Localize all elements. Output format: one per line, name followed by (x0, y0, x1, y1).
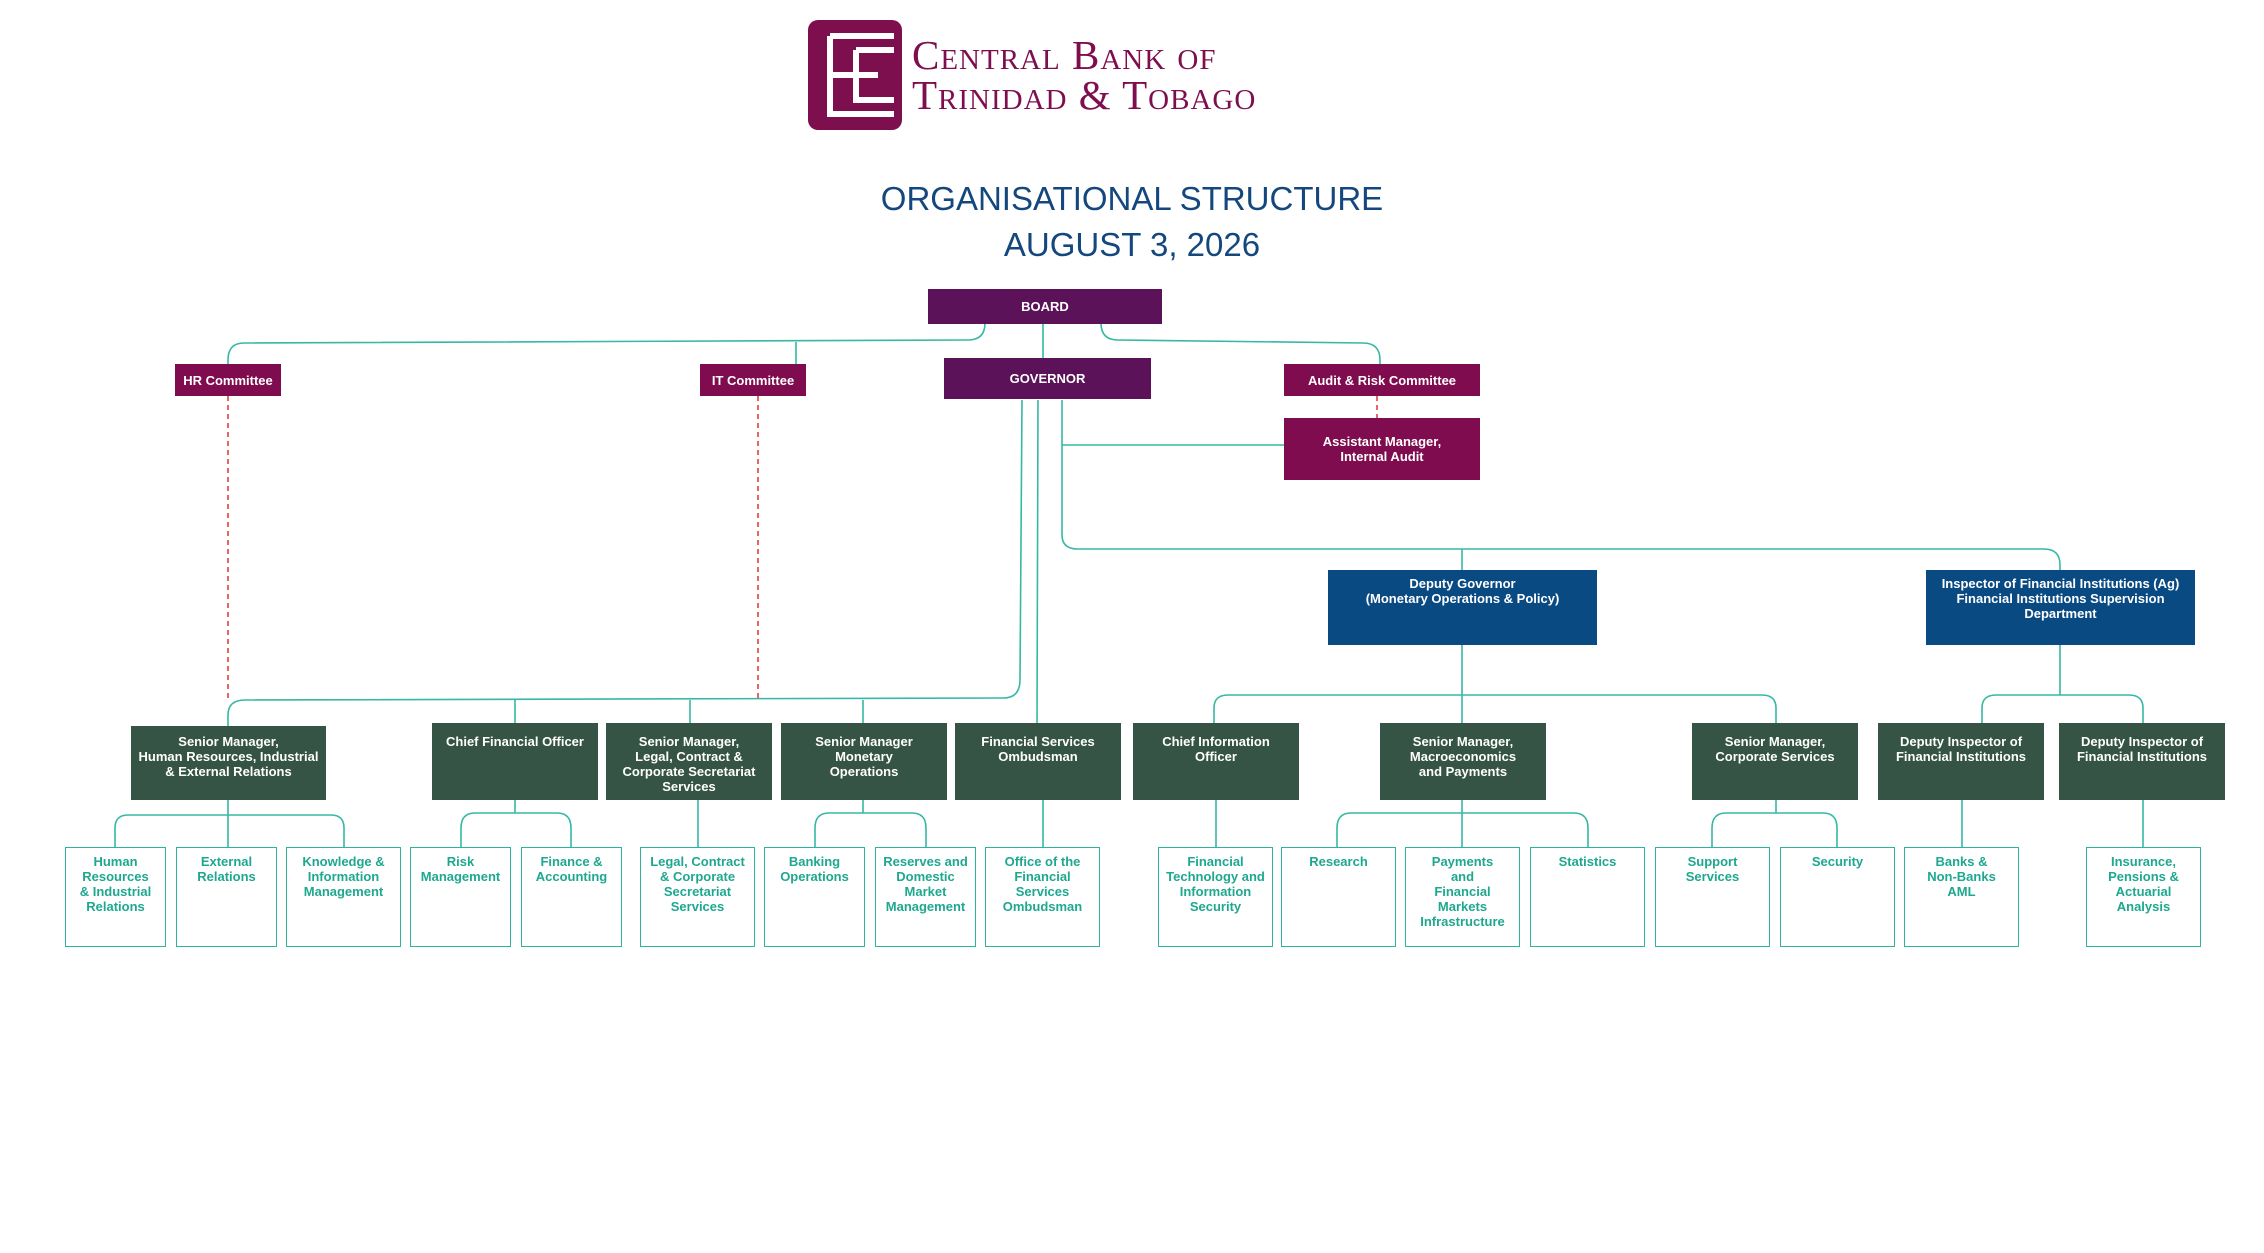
connector-board-hr (227, 322, 986, 366)
internal-audit-box: Assistant Manager, Internal Audit (1284, 418, 1480, 480)
unit-finance-accounting: Finance & Accounting (521, 847, 622, 947)
unit-legal-secretariat: Legal, Contract & Corporate Secretariat … (640, 847, 755, 947)
unit-knowledge-info: Knowledge & Information Management (286, 847, 401, 947)
hr-committee-box: HR Committee (175, 364, 281, 396)
connector-hr-units (114, 800, 345, 848)
unit-payments-infrastructure: Payments and Financial Markets Infrastru… (1405, 847, 1520, 947)
dept-legal-box: Senior Manager, Legal, Contract & Corpor… (606, 723, 772, 800)
connector-cfo-units (460, 800, 572, 848)
unit-fintech-security: Financial Technology and Information Sec… (1158, 847, 1273, 947)
connector-corp-units (1711, 800, 1838, 848)
unit-statistics: Statistics (1530, 847, 1645, 947)
unit-external-relations: External Relations (176, 847, 277, 947)
connector-gov-left (227, 399, 1023, 728)
connector-inspector (1981, 645, 2144, 723)
unit-risk-management: Risk Management (410, 847, 511, 947)
dept-macro-box: Senior Manager, Macroeconomics and Payme… (1380, 723, 1546, 800)
dept-deputy-inspector-1-box: Deputy Inspector of Financial Institutio… (1878, 723, 2044, 800)
unit-reserves-market: Reserves and Domestic Market Management (875, 847, 976, 947)
dept-hr-box: Senior Manager, Human Resources, Industr… (131, 726, 326, 800)
connector-dg-depts (1213, 645, 1777, 723)
logo-text-line2: Trinidad & Tobago (912, 72, 1257, 118)
page-title: ORGANISATIONAL STRUCTURE (880, 180, 1384, 217)
connector-gov-right (1061, 400, 2061, 573)
dept-corporate-box: Senior Manager, Corporate Services (1692, 723, 1858, 800)
dept-cio-box: Chief Information Officer (1133, 723, 1299, 800)
page-date: AUGUST 3, 2026 (1003, 226, 1261, 263)
connector-ombudsman (1036, 399, 1039, 724)
dept-deputy-inspector-2-box: Deputy Inspector of Financial Institutio… (2059, 723, 2225, 800)
inspector-box: Inspector of Financial Institutions (Ag)… (1926, 570, 2195, 645)
it-committee-box: IT Committee (700, 364, 806, 396)
governor-box: GOVERNOR (944, 358, 1151, 399)
connector-board-audit (1100, 322, 1381, 366)
unit-support-services: Support Services (1655, 847, 1770, 947)
unit-banks-nonbanks-aml: Banks & Non-Banks AML (1904, 847, 2019, 947)
cbtt-logo-mark-icon (808, 20, 902, 130)
audit-risk-committee-box: Audit & Risk Committee (1284, 364, 1480, 396)
unit-hr-ir: Human Resources & Industrial Relations (65, 847, 166, 947)
unit-research: Research (1281, 847, 1396, 947)
connector-macro-units (1336, 800, 1589, 848)
unit-banking-operations: Banking Operations (764, 847, 865, 947)
connector-monetary-units (814, 800, 927, 848)
logo-text-line1: Central Bank of (912, 32, 1217, 78)
board-box: BOARD (928, 289, 1162, 324)
dept-ombudsman-box: Financial Services Ombudsman (955, 723, 1121, 800)
unit-ombudsman-office: Office of the Financial Services Ombudsm… (985, 847, 1100, 947)
deputy-governor-box: Deputy Governor (Monetary Operations & P… (1328, 570, 1597, 645)
unit-security: Security (1780, 847, 1895, 947)
dept-cfo-box: Chief Financial Officer (432, 723, 598, 800)
unit-insurance-pensions: Insurance, Pensions & Actuarial Analysis (2086, 847, 2201, 947)
dept-monetary-box: Senior Manager Monetary Operations (781, 723, 947, 800)
